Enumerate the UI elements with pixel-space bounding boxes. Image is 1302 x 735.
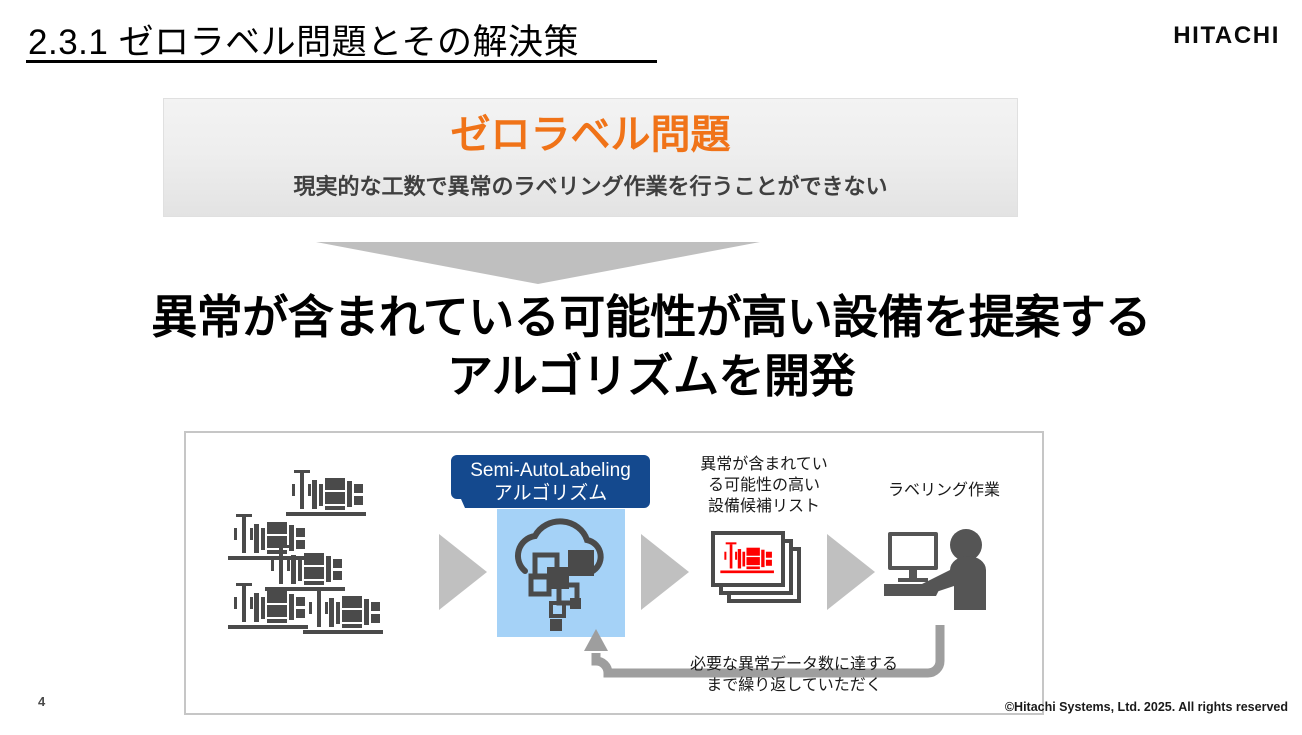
equipment-cluster	[226, 468, 426, 638]
algorithm-box	[497, 509, 625, 637]
machine-icon	[226, 581, 310, 638]
down-chevron-icon	[316, 242, 760, 284]
algorithm-label-line1: Semi-AutoLabeling	[470, 460, 631, 481]
machine-icon	[301, 586, 385, 643]
candidate-list-caption-line2: る可能性の高い	[707, 477, 820, 495]
solution-headline: 異常が含まれている可能性が高い設備を提案する アルゴリズムを開発	[0, 288, 1302, 406]
algorithm-label-line2: アルゴリズム	[493, 483, 608, 505]
feedback-loop-arrow	[516, 623, 956, 695]
copyright-notice: ©Hitachi Systems, Ltd. 2025. All rights …	[1004, 700, 1288, 714]
process-flow-diagram: Semi-AutoLabeling アルゴリズム	[184, 431, 1044, 715]
candidate-list-caption-line3: 設備候補リスト	[707, 498, 820, 516]
machine-icon	[284, 468, 368, 525]
candidate-list-caption-line1: 異常が含まれてい	[700, 456, 828, 473]
flow-arrow-icon	[641, 534, 689, 615]
feedback-loop-caption-line1: 必要な異常データ数に達する	[689, 656, 898, 673]
title-underline	[26, 60, 657, 63]
solution-headline-line1: 異常が含まれている可能性が高い設備を提案する	[151, 291, 1151, 343]
labeling-work-caption: ラベリング作業	[887, 482, 1000, 499]
machine-icon	[263, 543, 347, 600]
feedback-loop-caption: 必要な異常データ数に達する まで繰り返していただく	[644, 654, 944, 696]
person-at-computer-icon	[878, 526, 990, 614]
hitachi-logo: HITACHI	[1173, 22, 1280, 49]
cloud-ai-icon	[514, 518, 604, 631]
feedback-loop-caption-line2: まで繰り返していただく	[706, 677, 882, 695]
page-title: 2.3.1 ゼロラベル問題とその解決策	[28, 23, 580, 62]
solution-headline-line2: アルゴリズムを開発	[446, 349, 856, 402]
document-stack-icon	[711, 531, 807, 615]
page-number: 4	[38, 694, 46, 709]
flow-arrow-icon	[439, 534, 487, 615]
flow-arrow-icon	[827, 534, 875, 615]
candidate-list-caption: 異常が含まれてい る可能性の高い 設備候補リスト	[684, 454, 844, 517]
problem-subtitle: 現実的な工数で異常のラベリング作業を行うことができない	[293, 174, 888, 199]
algorithm-label-callout: Semi-AutoLabeling アルゴリズム	[451, 455, 650, 508]
problem-headline: ゼロラベル問題	[450, 113, 731, 157]
algorithm-label-text: Semi-AutoLabeling アルゴリズム	[451, 459, 650, 505]
problem-statement-box: ゼロラベル問題 現実的な工数で異常のラベリング作業を行うことができない	[163, 98, 1018, 217]
